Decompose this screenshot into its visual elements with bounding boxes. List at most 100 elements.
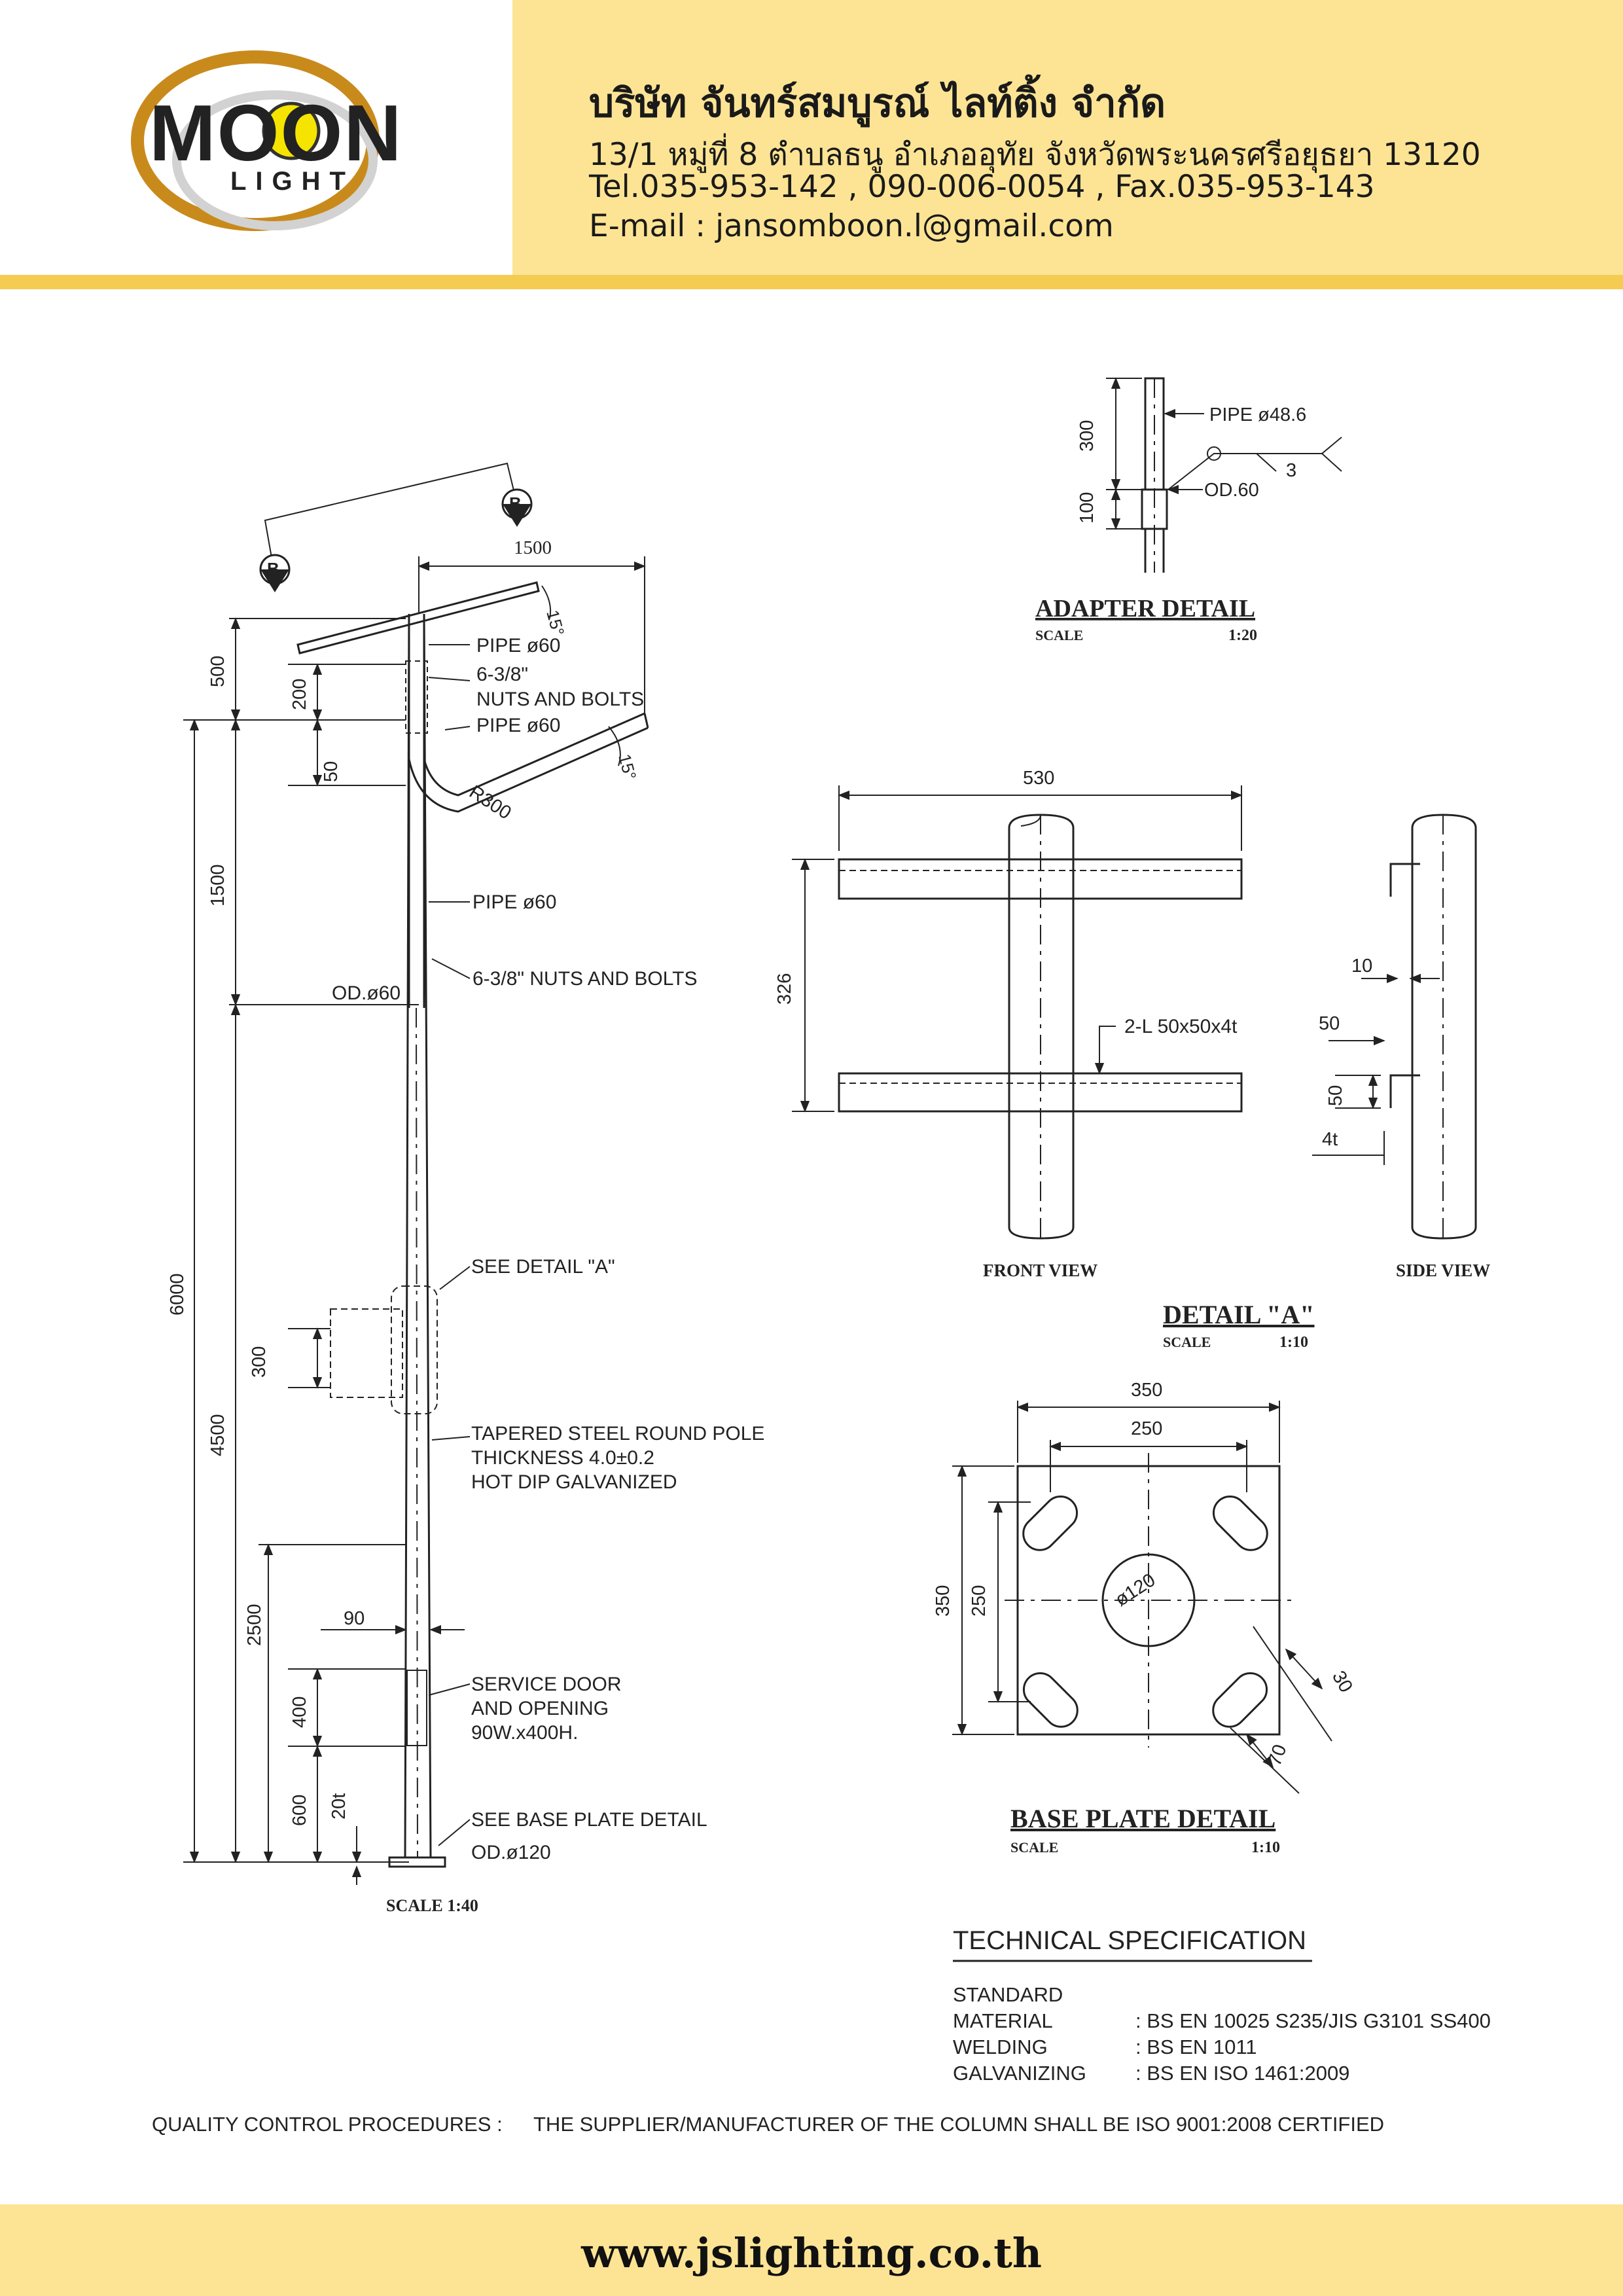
dim-500: 500 (207, 656, 228, 687)
detail-a-front-text: 530 326 2-L 50x50x4t FRONT VIEW (774, 768, 1238, 1280)
tech-spec-title: TECHNICAL SPECIFICATION (953, 1926, 1306, 1955)
dim-400: 400 (289, 1696, 310, 1728)
dim-20t: 20t (329, 1793, 349, 1820)
section-b-right: B (509, 493, 522, 513)
footer-band: www.jslighting.co.th (0, 2204, 1623, 2296)
label-pipe-top: PIPE ø60 (476, 635, 560, 656)
detail-a-dim-326: 326 (774, 973, 795, 1005)
front-view-pipe (1008, 814, 1075, 1240)
side-dim-50b: 50 (1325, 1085, 1346, 1106)
section-b-markers: B B (259, 488, 533, 592)
adapter-scale-label: SCALE (1035, 627, 1083, 643)
detail-a-title: DETAIL "A" (1163, 1300, 1315, 1329)
company-address: 13/1 หมู่ที่ 8 ตำบลธนู อำเภออุทัย จังหวั… (589, 137, 1481, 173)
detail-a-side-view (1312, 814, 1477, 1240)
detail-a-dim-530: 530 (1023, 768, 1054, 789)
detail-a-bracket (391, 1285, 438, 1414)
company-name: บริษัท จันทร์สมบูรณ์ ไลท์ติ้ง จำกัด (589, 81, 1166, 126)
adapter-scale-value: 1:20 (1228, 627, 1257, 644)
adapter-dim-300: 300 (1077, 420, 1097, 452)
pole-right-edge (423, 613, 432, 1858)
section-b-line (264, 462, 518, 577)
side-view-pipe (1411, 814, 1477, 1240)
base-plate-drawing (952, 1401, 1332, 1794)
detail-a-title-block: DETAIL "A" SCALE 1:10 (1163, 1300, 1315, 1351)
adapter-pipe-label: PIPE ø48.6 (1209, 404, 1306, 425)
label-pipe-mid: PIPE ø60 (473, 891, 556, 913)
slot-top-right (1212, 1495, 1268, 1551)
side-angle-bottom (1389, 1074, 1420, 1108)
adapter-title: ADAPTER DETAIL (1035, 595, 1255, 622)
side-view-label: SIDE VIEW (1396, 1261, 1490, 1280)
dim-600: 600 (289, 1795, 310, 1826)
quality-control: QUALITY CONTROL PROCEDURES : THE SUPPLIE… (152, 2113, 1384, 2136)
base-dim-350-w: 350 (1131, 1380, 1162, 1401)
dim-50: 50 (321, 761, 342, 782)
dim-1500: 1500 (207, 864, 228, 906)
label-door-3: 90W.x400H. (471, 1722, 578, 1744)
label-pipe-arm: PIPE ø60 (476, 715, 560, 736)
detail-a-scale-label: SCALE (1163, 1334, 1211, 1350)
base-plate-center-hole (1101, 1553, 1196, 1647)
adapter-dim-100: 100 (1077, 492, 1097, 524)
label-see-detail-a: SEE DETAIL "A" (471, 1256, 615, 1278)
dim-2500: 2500 (244, 1604, 265, 1646)
side-dim-10: 10 (1351, 956, 1372, 977)
slot-top-left (1022, 1495, 1079, 1551)
section-b-left: B (267, 559, 279, 579)
tech-spec-row-label: WELDING (953, 2036, 1048, 2058)
label-pole-3: HOT DIP GALVANIZED (471, 1471, 677, 1493)
base-dim-250-w: 250 (1131, 1418, 1162, 1439)
label-door-2: AND OPENING (471, 1698, 609, 1719)
main-dimension-lines (183, 556, 646, 1885)
dim-300: 300 (249, 1346, 270, 1378)
label-bolts-a: 6-3/8" (476, 664, 528, 685)
label-bolts-mid: 6-3/8" NUTS AND BOLTS (473, 968, 698, 990)
base-scale-value: 1:10 (1251, 1839, 1280, 1856)
tech-spec-row-value: : BS EN 1011 (1135, 2036, 1257, 2058)
quality-label: QUALITY CONTROL PROCEDURES : (152, 2113, 503, 2136)
base-plate-text: 350 250 350 250 ø120 30 70 BASE PLATE DE… (933, 1380, 1357, 1856)
header-stripe (0, 275, 1623, 289)
label-od120: OD.ø120 (471, 1842, 551, 1863)
slot-bottom-left (1022, 1672, 1079, 1728)
detail-a-front-view (792, 785, 1243, 1240)
pole-elevation (264, 462, 649, 1868)
base-dim-250-h: 250 (969, 1585, 990, 1617)
curved-arm (423, 712, 645, 797)
main-labels: PIPE ø60 6-3/8" NUTS AND BOLTS PIPE ø60 … (332, 635, 764, 1915)
tech-spec-block: TECHNICAL SPECIFICATION STANDARD MATERIA… (953, 1926, 1491, 2085)
adapter-od-label: OD.60 (1204, 480, 1259, 501)
label-pole-1: TAPERED STEEL ROUND POLE (471, 1423, 764, 1444)
dim-1500-arm: 1500 (514, 537, 552, 558)
logo-text: MOON (149, 88, 403, 177)
tech-spec-row-value: : BS EN ISO 1461:2009 (1135, 2062, 1349, 2085)
detail-a-scale-value: 1:10 (1279, 1334, 1308, 1351)
top-arm (296, 581, 540, 655)
slot-bottom-right (1212, 1672, 1268, 1728)
company-tel: Tel.035-953-142 , 090-006-0054 , Fax.035… (589, 169, 1375, 205)
company-email: E-mail : jansomboon.l@gmail.com (589, 208, 1114, 244)
base-hole-label: ø120 (1111, 1570, 1159, 1611)
pole-centerline (416, 1007, 418, 1858)
label-pole-2: THICKNESS 4.0±0.2 (471, 1447, 654, 1469)
tech-spec-row-label: STANDARD (953, 1983, 1063, 2006)
footer-url-link[interactable]: www.jslighting.co.th (581, 2229, 1042, 2277)
tech-spec-row-label: GALVANIZING (953, 2062, 1086, 2085)
base-dim-30: 30 (1328, 1668, 1357, 1696)
header-band (512, 0, 1623, 275)
label-door-1: SERVICE DOOR (471, 1674, 622, 1695)
adapter-detail-drawing (1106, 377, 1342, 573)
label-bolts-b: NUTS AND BOLTS (476, 689, 644, 710)
service-door (406, 1670, 427, 1746)
tech-spec-row-value: : BS EN 10025 S235/JIS G3101 SS400 (1135, 2009, 1491, 2032)
label-see-base: SEE BASE PLATE DETAIL (471, 1809, 707, 1831)
adapter-weld-label: 3 (1286, 460, 1296, 481)
dim-4500: 4500 (207, 1414, 228, 1456)
detail-a-box (330, 1308, 403, 1398)
side-dim-4t: 4t (1322, 1129, 1338, 1150)
base-scale-label: SCALE (1010, 1839, 1058, 1856)
side-angle-top (1389, 863, 1420, 897)
adapter-detail-text: PIPE ø48.6 OD.60 3 300 100 ADAPTER DETAI… (1035, 404, 1306, 644)
label-od60: OD.ø60 (332, 982, 401, 1004)
